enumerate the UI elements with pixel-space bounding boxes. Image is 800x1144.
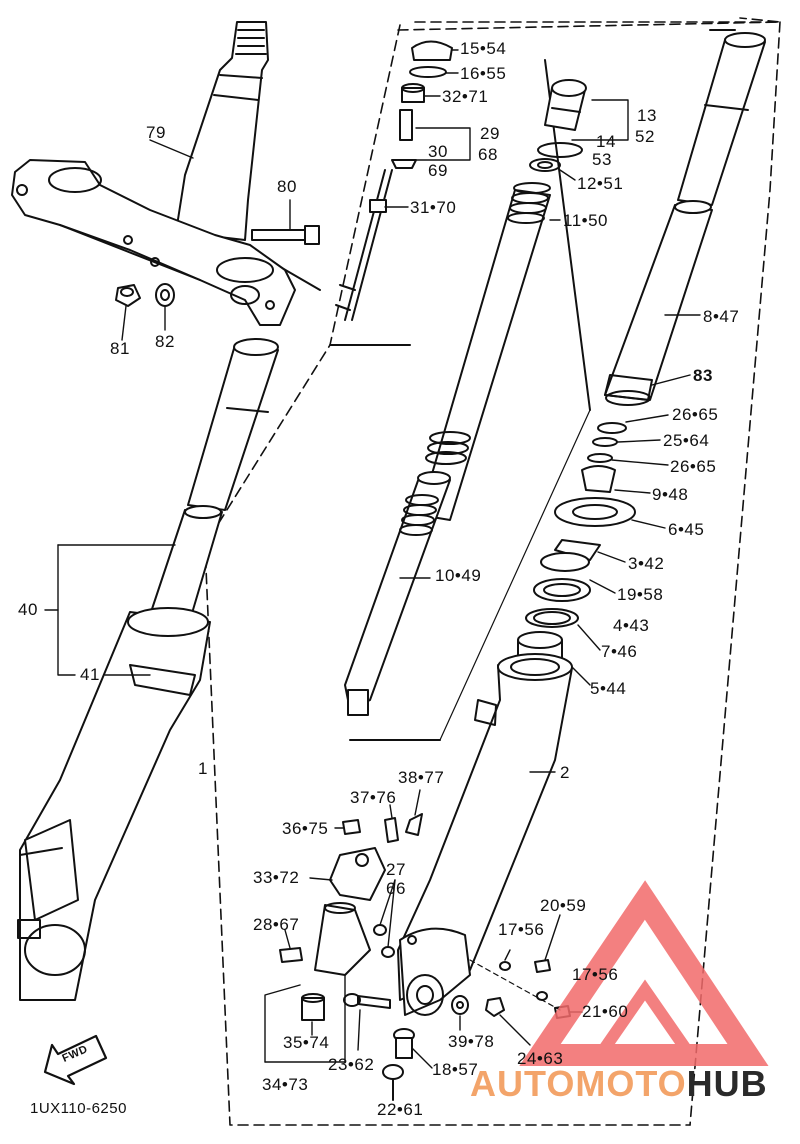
watermark: AUTOMOTOHUB [470,1063,768,1105]
label-20-59: 20•59 [540,896,587,915]
label-36-75: 36•75 [282,819,329,838]
label-10-49: 10•49 [435,566,482,585]
label-52: 52 [635,127,655,146]
bolt-23 [343,993,391,1009]
inner-tube-8 [604,32,766,406]
dashed-boundaries [204,17,781,1126]
label-53: 53 [592,150,612,169]
cap-bolt-15 [411,40,453,61]
o-ring-16 [409,66,447,78]
label-6-45: 6•45 [668,520,705,539]
watermark-part2: HUB [686,1063,768,1104]
label-25-64: 25•64 [663,431,710,450]
bolt-36 [342,819,361,835]
label-38-77: 38•77 [398,768,445,787]
label-33-72: 33•72 [253,868,300,887]
nut-32 [401,83,425,103]
label-24-63: 24•63 [517,1049,564,1068]
label-17-56-a: 17•56 [498,920,545,939]
brand-logo [519,880,769,1066]
adjuster-35 [301,993,325,1021]
label-2: 2 [560,763,570,782]
caliper-body-34 [314,902,371,976]
washer-39 [451,995,469,1015]
nut-24 [485,997,505,1017]
label-30: 30 [428,142,448,161]
label-27: 27 [386,860,406,879]
left-fork-tube [149,338,279,621]
label-1: 1 [198,759,208,778]
seal-stack [517,422,636,667]
label-29: 29 [480,124,500,143]
label-28-67: 28•67 [253,915,300,934]
label-9-48: 9•48 [652,485,689,504]
label-3-42: 3•42 [628,554,665,573]
label-69: 69 [428,161,448,180]
cap-38 [405,813,423,836]
label-23-62: 23•62 [328,1055,375,1074]
label-17-56-b: 17•56 [572,965,619,984]
label-26-65-b: 26•65 [670,457,717,476]
label-37-76: 37•76 [350,788,397,807]
label-12-51: 12•51 [577,174,624,193]
label-22-61: 22•61 [377,1100,424,1119]
label-15-54: 15•54 [460,39,507,58]
label-14: 14 [596,132,616,151]
label-8-47: 8•47 [703,307,740,326]
label-80: 80 [277,177,297,196]
label-18-57: 18•57 [432,1060,479,1079]
outer-tube-2 [397,653,573,1016]
caliper-mount-33 [329,847,386,901]
label-5-44: 5•44 [590,679,627,698]
label-40: 40 [18,600,38,619]
fwd-arrow [43,1034,108,1086]
spring-seat-13 [544,79,587,131]
damper-rod-11 [419,182,561,521]
label-79: 79 [146,123,166,142]
label-11-50: 11•50 [563,211,609,230]
bolt-80 [251,199,320,245]
damper-cylinder-10 [344,471,451,716]
label-7-46: 7•46 [601,642,638,661]
label-82: 82 [155,332,175,351]
label-16-55: 16•55 [460,64,507,83]
label-19-58: 19•58 [617,585,664,604]
label-66: 66 [386,879,406,898]
label-4-43: 4•43 [613,616,650,635]
adjuster-rod [335,109,417,321]
label-31-70: 31•70 [410,198,457,217]
label-34-73: 34•73 [262,1075,309,1094]
left-fork-outer-tube [17,607,211,1001]
label-32-71: 32•71 [442,87,489,106]
washer-12 [529,158,561,172]
screw-28 [279,947,303,963]
circlip-14 [537,142,583,158]
under-bracket [11,159,296,326]
label-35-74: 35•74 [283,1033,330,1052]
label-81: 81 [110,339,130,358]
washer-82 [155,283,175,331]
drain-screw-18 [382,1028,415,1101]
washer-17 [499,961,511,971]
label-21-60: 21•60 [582,1002,629,1021]
watermark-part1: AUTOMOTO [470,1063,687,1104]
bleed-screw-37 [384,817,399,843]
steering-stem [175,21,269,241]
bolt-20 [534,959,551,973]
rebound-spring [425,431,471,465]
diagram-code: 1UX110-6250 [30,1100,127,1117]
label-83: 83 [693,366,713,385]
nut-81 [115,284,141,341]
label-26-65-a: 26•65 [672,405,719,424]
label-13: 13 [637,106,657,125]
label-39-78: 39•78 [448,1032,495,1051]
label-41: 41 [80,665,100,684]
label-68: 68 [478,145,498,164]
